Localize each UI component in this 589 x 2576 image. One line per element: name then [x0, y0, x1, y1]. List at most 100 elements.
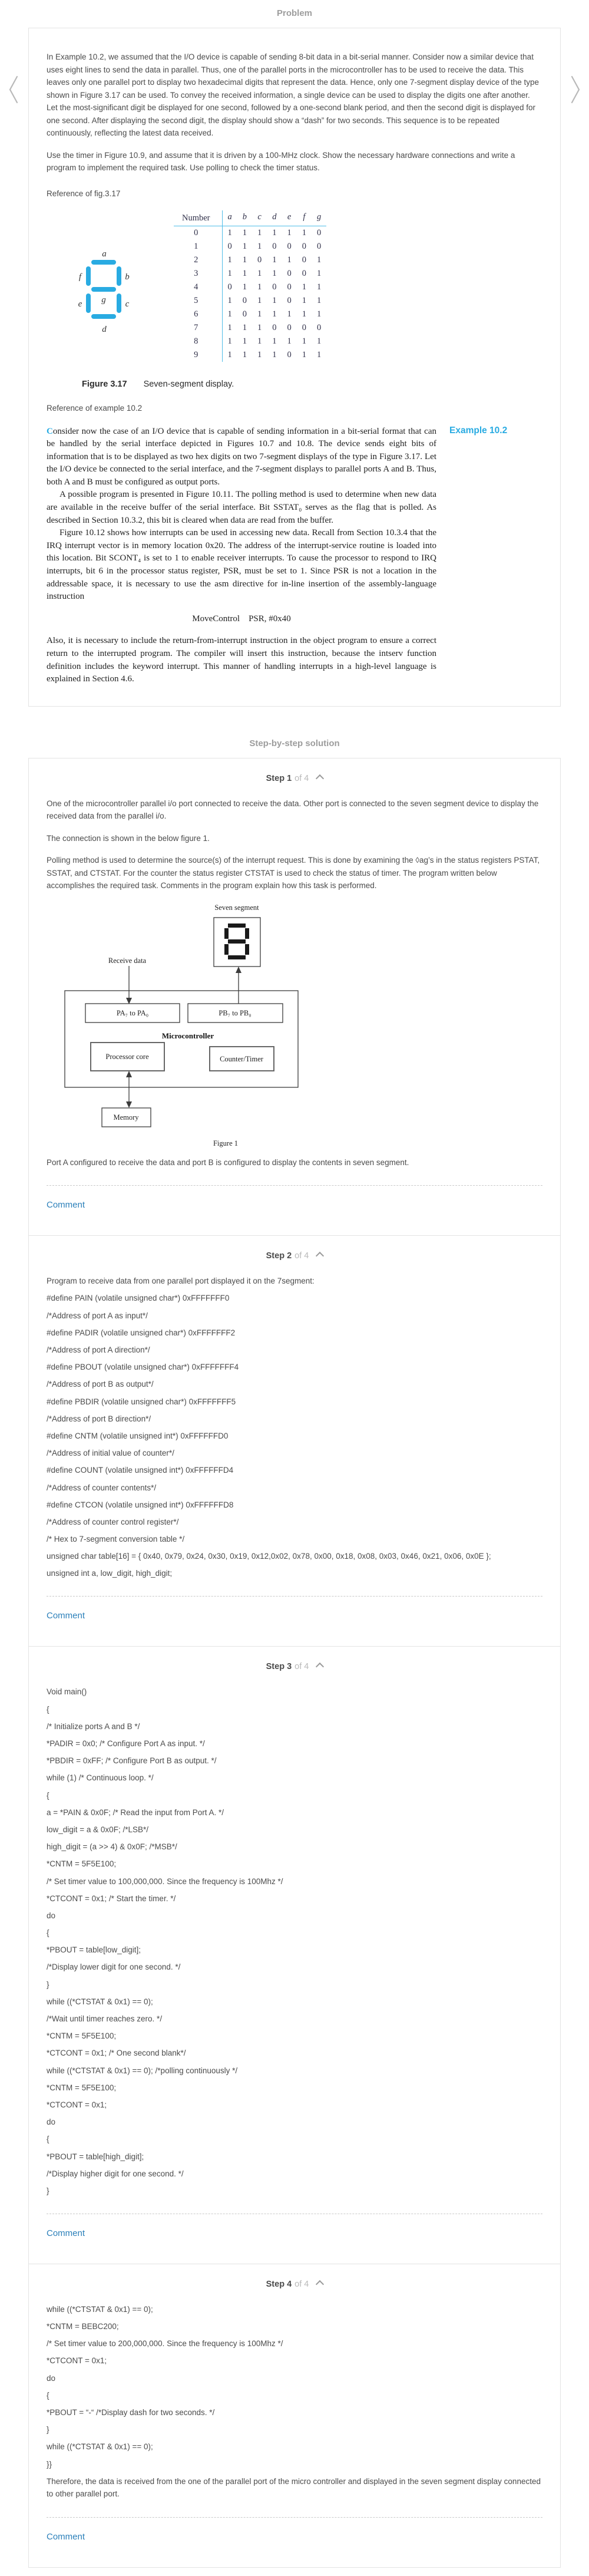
bit-cell: 1: [242, 228, 247, 238]
table-header-row: Number a b c d e f g: [174, 210, 327, 226]
code-line: }: [47, 2186, 49, 2195]
bit-cell: 0: [287, 296, 292, 305]
step-intro: Program to receive data from one paralle…: [47, 1277, 315, 1286]
memory-label: Memory: [113, 1113, 139, 1122]
code-line: #define PBDIR (volatile unsigned char*) …: [47, 1397, 236, 1406]
table-row: 6 1 0 1 1 1 1 1: [174, 308, 326, 321]
example-reference-label: Reference of example 10.2: [47, 404, 143, 413]
solution-section-title: Step-by-step solution: [249, 738, 340, 748]
segment-label-g: g: [101, 295, 106, 305]
bit-cell: 0: [272, 323, 277, 332]
next-problem-button[interactable]: [567, 71, 584, 110]
code-line: /* Set timer value to 100,000,000. Since…: [47, 1876, 283, 1886]
collapse-step-icon[interactable]: [316, 2280, 325, 2288]
digit-eight: [224, 923, 249, 959]
table-row: 5 1 0 1 1 0 1 1: [174, 294, 326, 308]
bit-cell: 0: [287, 269, 292, 278]
bit-cell: 1: [227, 228, 232, 238]
code-line: *CTCONT = 0x1;: [47, 2356, 107, 2366]
number-cell: 1: [174, 240, 223, 253]
comment-link[interactable]: Comment: [47, 1200, 85, 1211]
table-row: 0 1 1 1 1 1 1 0: [174, 226, 326, 240]
excerpt-initial: C: [47, 426, 53, 436]
segment-e: [86, 293, 91, 313]
bit-cell: 1: [227, 350, 232, 359]
comment-link[interactable]: Comment: [47, 2531, 85, 2542]
divider: [47, 1185, 542, 1186]
port-a-label: PA₇ to PA₀: [117, 1009, 148, 1017]
bit-cell: 1: [242, 255, 247, 265]
problem-section-title: Problem: [276, 8, 312, 18]
prev-problem-button[interactable]: [5, 71, 22, 110]
step-of-label: of 4: [294, 2279, 309, 2289]
code-line: do: [47, 2117, 56, 2127]
code-line: while ((*CTSTAT & 0x1) == 0);: [47, 2304, 153, 2314]
table-row: 2 1 1 0 1 1 0 1: [174, 253, 326, 267]
bit-cell: 1: [317, 309, 322, 319]
column-header-e: e: [282, 210, 297, 226]
collapse-step-icon[interactable]: [316, 1663, 325, 1671]
code-line: *PBOUT = table[high_digit];: [47, 2152, 144, 2161]
bit-cell: 0: [227, 242, 232, 251]
code-line: while ((*CTSTAT & 0x1) == 0); /*polling …: [47, 2066, 238, 2075]
number-cell: 9: [174, 348, 223, 362]
bit-cell: 1: [242, 242, 247, 251]
arrowhead-up: [236, 966, 241, 973]
bit-cell: 0: [272, 282, 277, 292]
code-line: /*Display lower digit for one second. */: [47, 1962, 181, 1972]
code-line: /*Address of counter control register*/: [47, 1517, 179, 1526]
code-line: unsigned char table[16] = { 0x40, 0x79, …: [47, 1552, 491, 1561]
segment-g: [91, 287, 116, 292]
excerpt-paragraph: Consider now the case of an I/O device t…: [47, 426, 436, 489]
code-line: /*Address of counter contents*/: [47, 1483, 157, 1492]
code-line: }}: [47, 2459, 52, 2469]
bit-cell: 0: [257, 255, 262, 265]
number-cell: 7: [174, 321, 223, 335]
code-line: *PBOUT = “-“ /*Display dash for two seco…: [47, 2408, 215, 2417]
problem-card: In Example 10.2, we assumed that the I/O…: [28, 28, 561, 707]
code-line: *CTCONT = 0x1; /* One second blank*/: [47, 2049, 186, 2058]
bit-cell: 1: [272, 309, 277, 319]
comment-link[interactable]: Comment: [47, 2228, 85, 2238]
number-cell: 6: [174, 308, 223, 321]
receive-data-label: Receive data: [108, 956, 147, 965]
code-line: *CNTM = 5F5E100;: [47, 2031, 117, 2041]
bit-cell: 1: [302, 228, 307, 238]
code-line: #define CNTM (volatile unsigned int*) 0x…: [47, 1431, 229, 1440]
column-header-d: d: [267, 210, 282, 226]
step-label: Step 2: [266, 1251, 292, 1261]
bit-cell: 0: [302, 269, 307, 278]
code-line: a = *PAIN & 0x0F; /* Read the input from…: [47, 1808, 224, 1817]
code-line: /*Display higher digit for one second. *…: [47, 2169, 184, 2178]
number-cell: 4: [174, 281, 223, 294]
collapse-step-icon[interactable]: [316, 1252, 325, 1261]
figure-caption-number: Figure 3.17: [82, 380, 127, 389]
bit-cell: 1: [242, 282, 247, 292]
microcontroller-box: [64, 990, 299, 1088]
step-label: Step 1: [266, 773, 292, 783]
step-of-label: of 4: [294, 1251, 309, 1261]
collapse-step-icon[interactable]: [316, 774, 325, 783]
bit-cell: 0: [317, 242, 322, 251]
bit-cell: 1: [317, 269, 322, 278]
column-header-a: a: [222, 210, 237, 226]
table-row: 7 1 1 1 0 0 0 0: [174, 321, 326, 335]
code-line: while ((*CTSTAT & 0x1) == 0);: [47, 2442, 153, 2452]
bit-cell: 1: [272, 269, 277, 278]
figure-1-diagram: Seven segment Receive data: [54, 902, 542, 1155]
code-line: #define PBOUT (volatile unsigned char*) …: [47, 1363, 239, 1372]
figure-caption-text: Seven-segment display.: [143, 380, 234, 389]
code-line: unsigned int a, low_digit, high_digit;: [47, 1569, 173, 1578]
bit-cell: 1: [242, 337, 247, 346]
counter-timer-label: Counter/Timer: [220, 1055, 264, 1063]
chevron-left-icon: [9, 75, 18, 104]
comment-link[interactable]: Comment: [47, 1611, 85, 1621]
bit-cell: 1: [242, 269, 247, 278]
move-control-instruction: MoveControl PSR, #0x40: [192, 614, 291, 624]
step-label: Step 3: [266, 1662, 292, 1672]
